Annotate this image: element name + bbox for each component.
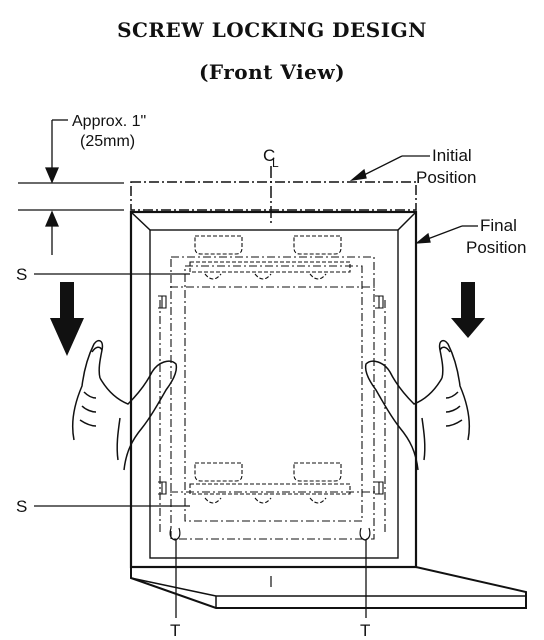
s-label-top: S xyxy=(16,265,27,284)
approx-label-line2: (25mm) xyxy=(80,133,135,150)
dimension-marks xyxy=(18,119,124,255)
base-shelf xyxy=(130,566,527,609)
final-position-label-line2: Position xyxy=(466,238,526,257)
final-position-frame xyxy=(129,210,418,569)
centerline-label-sub: L xyxy=(272,156,279,170)
side-clips xyxy=(158,295,384,495)
bottom-screw-housings xyxy=(189,462,351,504)
left-hand-illustration xyxy=(71,339,178,471)
diagram-subtitle: (Front View) xyxy=(198,60,346,84)
initial-position-label-line1: Initial xyxy=(432,146,472,165)
approx-label-line1: Approx. 1" xyxy=(72,113,146,130)
initial-position-outline xyxy=(130,181,417,211)
inner-panel-outline xyxy=(159,256,386,540)
down-arrows xyxy=(50,282,485,356)
right-hand-illustration xyxy=(364,339,471,471)
top-screw-housings xyxy=(189,235,351,280)
final-position-label-line1: Final xyxy=(480,216,517,235)
t-hooks xyxy=(169,527,371,541)
centerline-label: C xyxy=(263,146,275,165)
t-label-right: T xyxy=(360,621,370,640)
diagram-title: SCREW LOCKING DESIGN xyxy=(117,18,427,42)
initial-position-label-line2: Position xyxy=(416,168,476,187)
leader-lines xyxy=(34,155,478,618)
s-label-bottom: S xyxy=(16,497,27,516)
t-label-left: T xyxy=(170,621,180,640)
